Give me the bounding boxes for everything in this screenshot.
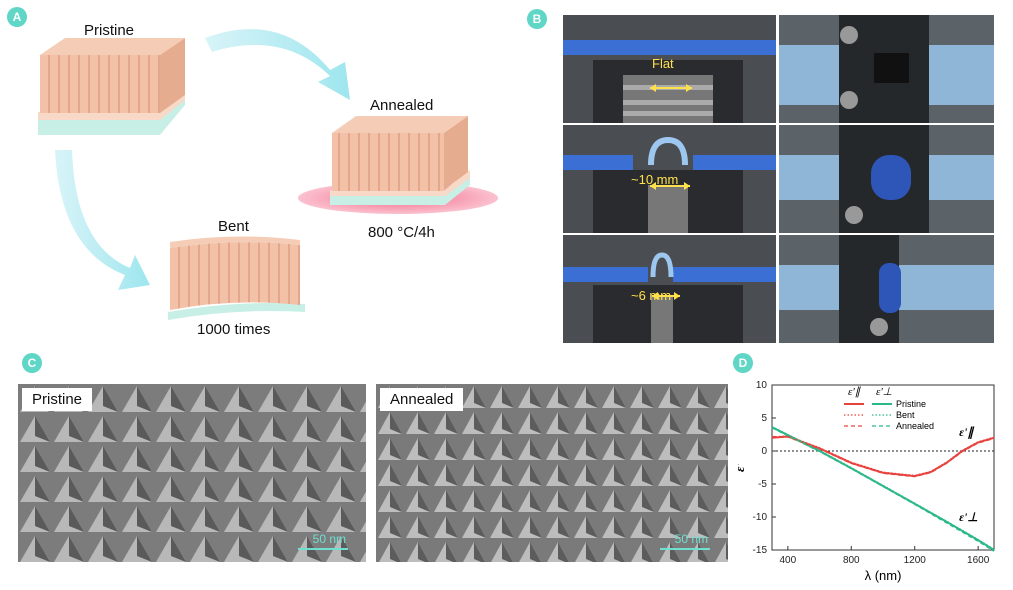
pristine-label: Pristine	[84, 22, 135, 39]
photo-flat-front	[563, 15, 776, 123]
panel-a-illustration	[38, 29, 498, 320]
scale-text-left: 50 nm	[312, 532, 346, 546]
legend-label-annealed: Annealed	[896, 421, 934, 431]
x-tick-label: 400	[780, 555, 797, 566]
scale-text-right: 50 nm	[674, 532, 708, 546]
series-line-bent-parallel	[771, 435, 995, 477]
sem-texture-annealed	[376, 384, 728, 562]
x-tick-label: 1200	[904, 555, 927, 566]
panel-d-badge: D	[733, 353, 753, 373]
radius-10mm-label: ~10 mm	[631, 172, 679, 187]
photo-bent-6mm-front	[563, 235, 776, 343]
sem-label-pristine: Pristine	[22, 388, 93, 411]
legend-label-pristine: Pristine	[896, 399, 926, 409]
y-tick-label: 0	[761, 446, 767, 457]
sem-label-annealed: Annealed	[380, 388, 464, 411]
legend-label-bent: Bent	[896, 410, 915, 420]
series-line-bent-perp	[771, 426, 995, 550]
y-axis-label: ε'	[738, 463, 747, 472]
photo-bent-6mm-side	[779, 235, 994, 343]
anneal-condition-label: 800 °C/4h	[368, 224, 435, 241]
bent-label: Bent	[218, 218, 249, 235]
panel-c-badge: C	[22, 353, 42, 373]
sem-image-annealed: Annealed 50 nm	[376, 384, 728, 562]
x-axis-label: λ (nm)	[865, 568, 902, 583]
series-line-annealed-parallel	[771, 435, 995, 478]
y-tick-label: 5	[761, 413, 767, 424]
sem-texture-pristine	[18, 384, 366, 562]
arrow-to-annealed	[205, 29, 350, 100]
series-line-pristine-parallel	[771, 435, 995, 478]
panel-b-badge: B	[527, 9, 547, 29]
sem-image-pristine: Pristine 50 nm	[18, 384, 366, 562]
series-line-annealed-perp	[771, 427, 995, 552]
photo-flat-side	[779, 15, 994, 123]
bend-cycles-label: 1000 times	[197, 321, 271, 338]
annealed-label: Annealed	[370, 97, 434, 114]
x-tick-label: 800	[843, 555, 860, 566]
y-tick-label: -10	[753, 512, 768, 523]
annotation-parallel: ε'∥	[959, 425, 975, 439]
legend-header-perp: ε'⊥	[876, 386, 892, 398]
arrow-to-bent	[55, 150, 150, 290]
legend-header-parallel: ε'∥	[848, 386, 862, 398]
photo-bent-10mm-front	[563, 125, 776, 233]
permittivity-chart: 10 5 0 -5 -10 -15 400 800 1200 1600 λ (nm) ε' ε'∥ ε'⊥…	[738, 380, 995, 583]
bend-arrows	[650, 84, 692, 300]
radius-6mm-label: ~6 mm	[631, 288, 672, 303]
x-tick-label: 1600	[967, 555, 990, 566]
panel-a-badge: A	[7, 7, 27, 27]
series-line-pristine-perp	[771, 426, 995, 551]
y-tick-label: 10	[756, 380, 768, 391]
photo-bent-10mm-side	[779, 125, 994, 233]
y-tick-label: -5	[758, 479, 767, 490]
scale-bar-left	[298, 548, 348, 550]
plot-frame	[771, 384, 995, 551]
annotation-perp: ε'⊥	[959, 510, 978, 524]
y-tick-label: -15	[753, 545, 768, 556]
flat-label: Flat	[652, 56, 674, 71]
panel-b-photo-grid	[563, 15, 994, 343]
scale-bar-right	[660, 548, 710, 550]
